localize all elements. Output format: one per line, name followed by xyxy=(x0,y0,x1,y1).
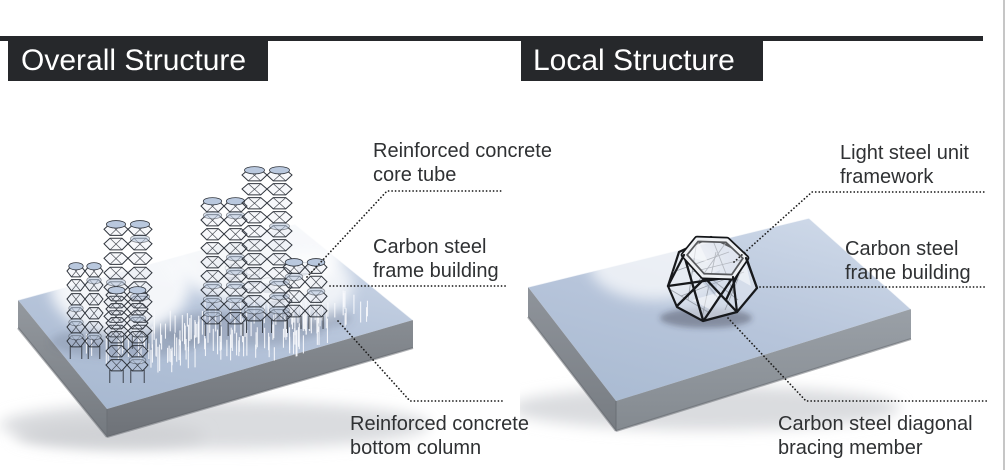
page-edge-line xyxy=(1003,0,1005,470)
label-bracing-member: Carbon steel diagonal bracing member xyxy=(778,412,973,460)
local-structure-scene xyxy=(520,191,988,433)
label-bottom-column: Reinforced concrete bottom column xyxy=(350,412,529,460)
label-line: bottom column xyxy=(350,437,482,459)
header-rule xyxy=(0,36,983,41)
overall-structure-title-text: Overall Structure xyxy=(21,44,247,77)
label-line: Carbon steel xyxy=(845,238,959,260)
label-frame-building-right: Carbon steel frame building xyxy=(845,237,971,285)
label-unit-framework: Light steel unit framework xyxy=(840,141,969,189)
label-line: Carbon steel xyxy=(373,236,487,258)
label-core-tube: Reinforced concrete core tube xyxy=(373,139,552,187)
label-line: Carbon steel diagonal xyxy=(778,413,973,435)
label-line: frame building xyxy=(845,262,971,284)
label-line: framework xyxy=(840,166,934,188)
overall-structure-title: Overall Structure xyxy=(8,40,268,81)
local-structure-title-text: Local Structure xyxy=(533,44,735,77)
label-line: frame building xyxy=(373,260,499,282)
label-line: core tube xyxy=(373,164,457,186)
local-structure-title: Local Structure xyxy=(521,40,763,81)
label-line: Reinforced concrete xyxy=(373,140,552,162)
label-line: Light steel unit xyxy=(840,142,969,164)
label-line: bracing member xyxy=(778,437,923,459)
label-frame-building-left: Carbon steel frame building xyxy=(373,235,499,283)
label-line: Reinforced concrete xyxy=(350,413,529,435)
overall-structure-scene xyxy=(0,166,508,449)
